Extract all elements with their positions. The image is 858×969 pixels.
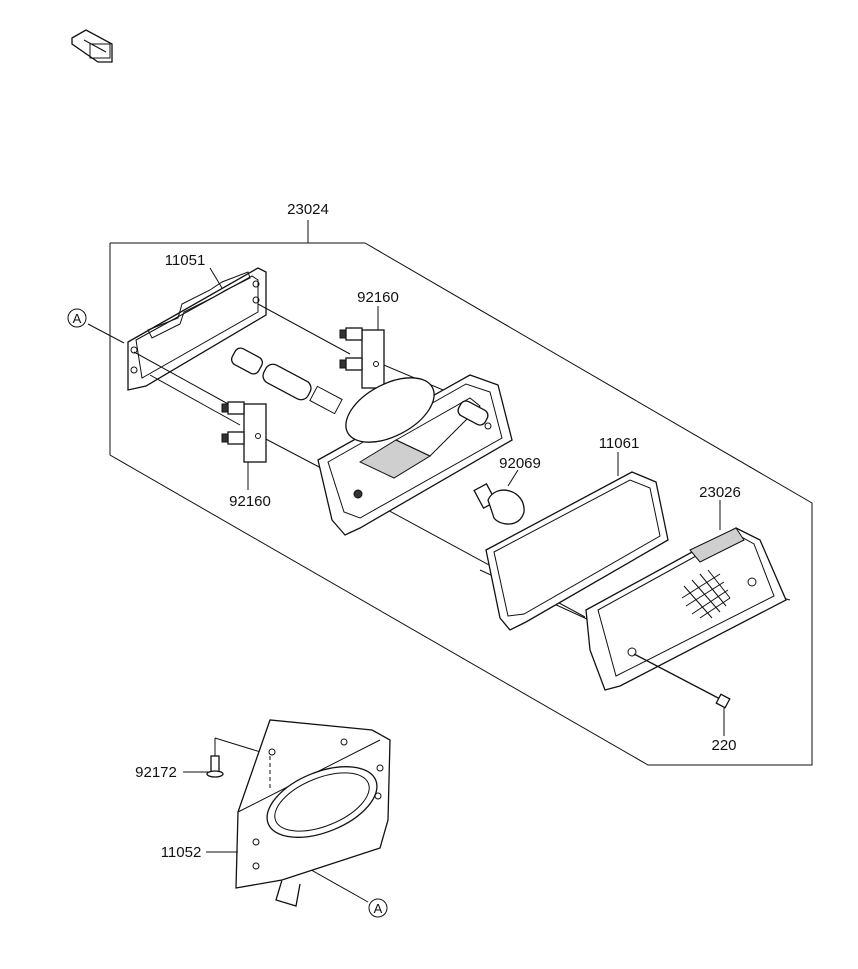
label-92160-upper: 92160 xyxy=(357,289,399,306)
lens-gasket-11061 xyxy=(485,471,669,631)
label-11051: 11051 xyxy=(165,252,206,269)
svg-text:A: A xyxy=(73,311,82,326)
socket-92160-lower xyxy=(221,401,267,463)
label-11061: 11061 xyxy=(599,435,640,452)
front-arrow-icon xyxy=(71,29,113,63)
label-92172: 92172 xyxy=(135,764,177,781)
tube-bulb xyxy=(230,347,343,415)
lens-23026 xyxy=(585,527,787,691)
label-11052: 11052 xyxy=(161,844,202,861)
label-220: 220 xyxy=(711,737,736,754)
socket-92160-upper xyxy=(339,327,385,389)
label-23026: 23026 xyxy=(699,484,741,501)
svg-text:A: A xyxy=(374,901,383,916)
gasket-11051 xyxy=(127,267,267,391)
bracket-11052 xyxy=(235,719,391,907)
ref-circle-a-bottom: A xyxy=(368,898,388,918)
screw-220 xyxy=(633,653,731,709)
bulb-92069 xyxy=(473,483,525,525)
lens-grid xyxy=(681,569,731,619)
assembly-outline xyxy=(109,220,813,766)
label-23024: 23024 xyxy=(287,201,329,218)
lamp-housing xyxy=(317,374,513,536)
screw-92172 xyxy=(206,755,224,778)
ref-circle-a-top: A xyxy=(67,308,87,328)
label-92069: 92069 xyxy=(499,455,541,472)
label-leaders xyxy=(183,267,725,853)
label-92160-lower: 92160 xyxy=(229,493,271,510)
